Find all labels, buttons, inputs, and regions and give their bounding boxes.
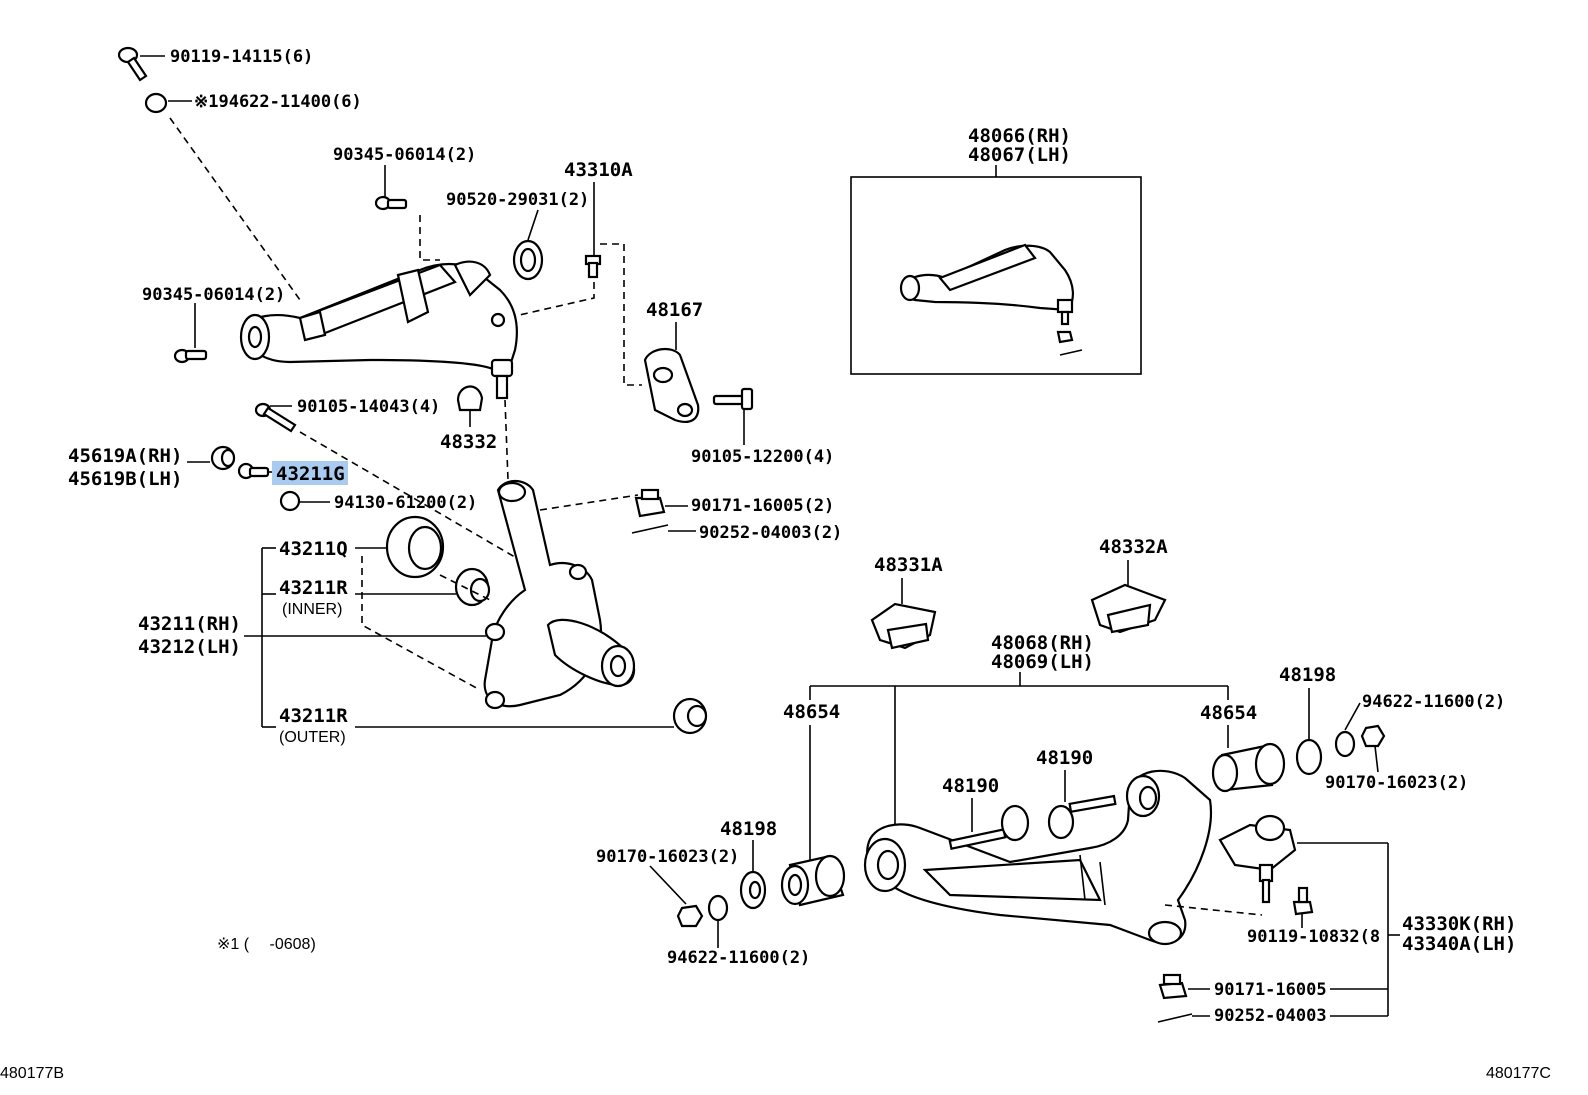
- bolt-90105-12200: [712, 387, 754, 411]
- label-48198-right: 48198: [1279, 664, 1336, 686]
- stopper-48331a: [870, 602, 937, 650]
- upper-arm-assembly-inset: [850, 165, 1142, 375]
- label-45619b: 45619B(LH): [68, 468, 182, 490]
- label-48190-a: 48190: [942, 775, 999, 797]
- label-90252-04003-bottom: 90252-04003: [1214, 1006, 1327, 1026]
- label-48190-b: 48190: [1036, 747, 1093, 769]
- label-48654-left: 48654: [783, 701, 840, 723]
- bolt-90119-10832: [1292, 886, 1314, 916]
- bolt-90345-06014-top: [374, 195, 408, 211]
- bushing-48654-left: [780, 854, 846, 907]
- cotter-pin-90252-04003-top: [631, 524, 669, 534]
- label-90171-16005-bottom: 90171-16005: [1214, 980, 1327, 1000]
- highlight-43211g: [272, 461, 348, 485]
- label-94130-61200: 94130-61200(2): [334, 493, 477, 513]
- bearing-43211r-outer: [672, 697, 708, 735]
- bearing-43211r-inner: [454, 567, 491, 607]
- label-90105-12200: 90105-12200(4): [691, 447, 834, 467]
- label-48066: 48066(RH): [968, 125, 1071, 147]
- lower-arm-group: [649, 560, 1400, 1023]
- nut-90171-16005-bottom: [1158, 973, 1188, 1000]
- label-90119-14115: 90119-14115(6): [170, 47, 313, 67]
- cam-bolt-48190-b: [1047, 794, 1117, 840]
- steering-knuckle: [483, 479, 636, 710]
- oil-seal-43211q: [385, 515, 445, 579]
- bolt-43211g: [237, 462, 270, 480]
- washer-94622-11600-right: [1334, 730, 1356, 758]
- bump-stopper-48332: [456, 385, 484, 412]
- bushing-48654-right: [1211, 742, 1286, 793]
- label-90171-16005-top: 90171-16005(2): [691, 496, 834, 516]
- label-48069: 48069(LH): [991, 651, 1094, 673]
- steering-knuckle-group: [244, 479, 708, 735]
- label-48332: 48332: [440, 431, 497, 453]
- label-43211g: 43211G: [276, 463, 345, 485]
- part-labels: 90119-14115(6) ※194622-11400(6) 90345-06…: [0, 47, 1551, 1082]
- label-48067: 48067(LH): [968, 144, 1071, 166]
- upper-arm-group: [117, 46, 754, 561]
- label-90105-14043: 90105-14043(4): [297, 397, 440, 417]
- label-90170-16023-right: 90170-16023(2): [1325, 773, 1468, 793]
- bolt-90119-14115: [117, 46, 148, 82]
- stopper-48332a: [1090, 583, 1167, 634]
- label-note: ※1 ( -0608): [217, 936, 316, 953]
- bolt-43310a: [584, 254, 602, 279]
- lower-control-arm: [863, 769, 1212, 946]
- label-48167: 48167: [646, 299, 703, 321]
- label-48331a: 48331A: [874, 554, 943, 576]
- bushing-45619: [210, 445, 236, 471]
- label-90119-10832: 90119-10832(8: [1247, 927, 1380, 947]
- label-90252-04003-top: 90252-04003(2): [699, 523, 842, 543]
- label-48654-right: 48654: [1200, 702, 1257, 724]
- label-43211: 43211(RH): [138, 613, 241, 635]
- washer-48198-left: [739, 870, 767, 910]
- label-194622-11400: ※194622-11400(6): [194, 92, 362, 112]
- label-90520-29031: 90520-29031(2): [446, 190, 589, 210]
- label-48068: 48068(RH): [991, 632, 1094, 654]
- label-43340a: 43340A(LH): [1402, 933, 1516, 955]
- label-90345-06014-top: 90345-06014(2): [333, 145, 476, 165]
- washer-94130-61200: [279, 490, 301, 512]
- label-code-left: 480177B: [0, 1065, 64, 1082]
- cotter-pin-90252-04003-bottom: [1157, 1013, 1193, 1023]
- label-94622-11600-right: 94622-11600(2): [1362, 692, 1505, 712]
- label-43310a: 43310A: [564, 159, 633, 181]
- label-43211r-outer: 43211R: [279, 705, 348, 727]
- washer-194622-11400: [144, 92, 168, 114]
- label-94622-11600-left: 94622-11600(2): [667, 948, 810, 968]
- washer-48198-right: [1295, 738, 1323, 776]
- upper-control-arm: [239, 260, 518, 400]
- bolt-90105-14043: [254, 402, 297, 433]
- cam-plate-48167: [643, 347, 700, 423]
- label-43330k: 43330K(RH): [1402, 913, 1516, 935]
- nut-90170-16023-left: [676, 904, 704, 928]
- nut-90170-16023-right: [1360, 724, 1386, 748]
- label-code-right: 480177C: [1486, 1065, 1551, 1082]
- label-43211r-inner: 43211R: [279, 577, 348, 599]
- label-48332a: 48332A: [1099, 536, 1168, 558]
- label-43212: 43212(LH): [138, 636, 241, 658]
- label-90170-16023-left: 90170-16023(2): [596, 847, 739, 867]
- label-48198-left: 48198: [720, 818, 777, 840]
- bolt-90345-06014-left: [173, 348, 208, 364]
- label-43211q: 43211Q: [279, 538, 348, 560]
- label-45619a: 45619A(RH): [68, 445, 182, 467]
- nut-90171-16005-top: [634, 488, 666, 518]
- label-outer: (OUTER): [279, 729, 346, 746]
- cam-bolt-48190-a: [948, 804, 1030, 851]
- label-inner: (INNER): [282, 601, 342, 618]
- ball-joint-43330k: [1218, 814, 1297, 904]
- label-90345-06014-left: 90345-06014(2): [142, 285, 285, 305]
- washer-94622-11600-left: [707, 894, 729, 922]
